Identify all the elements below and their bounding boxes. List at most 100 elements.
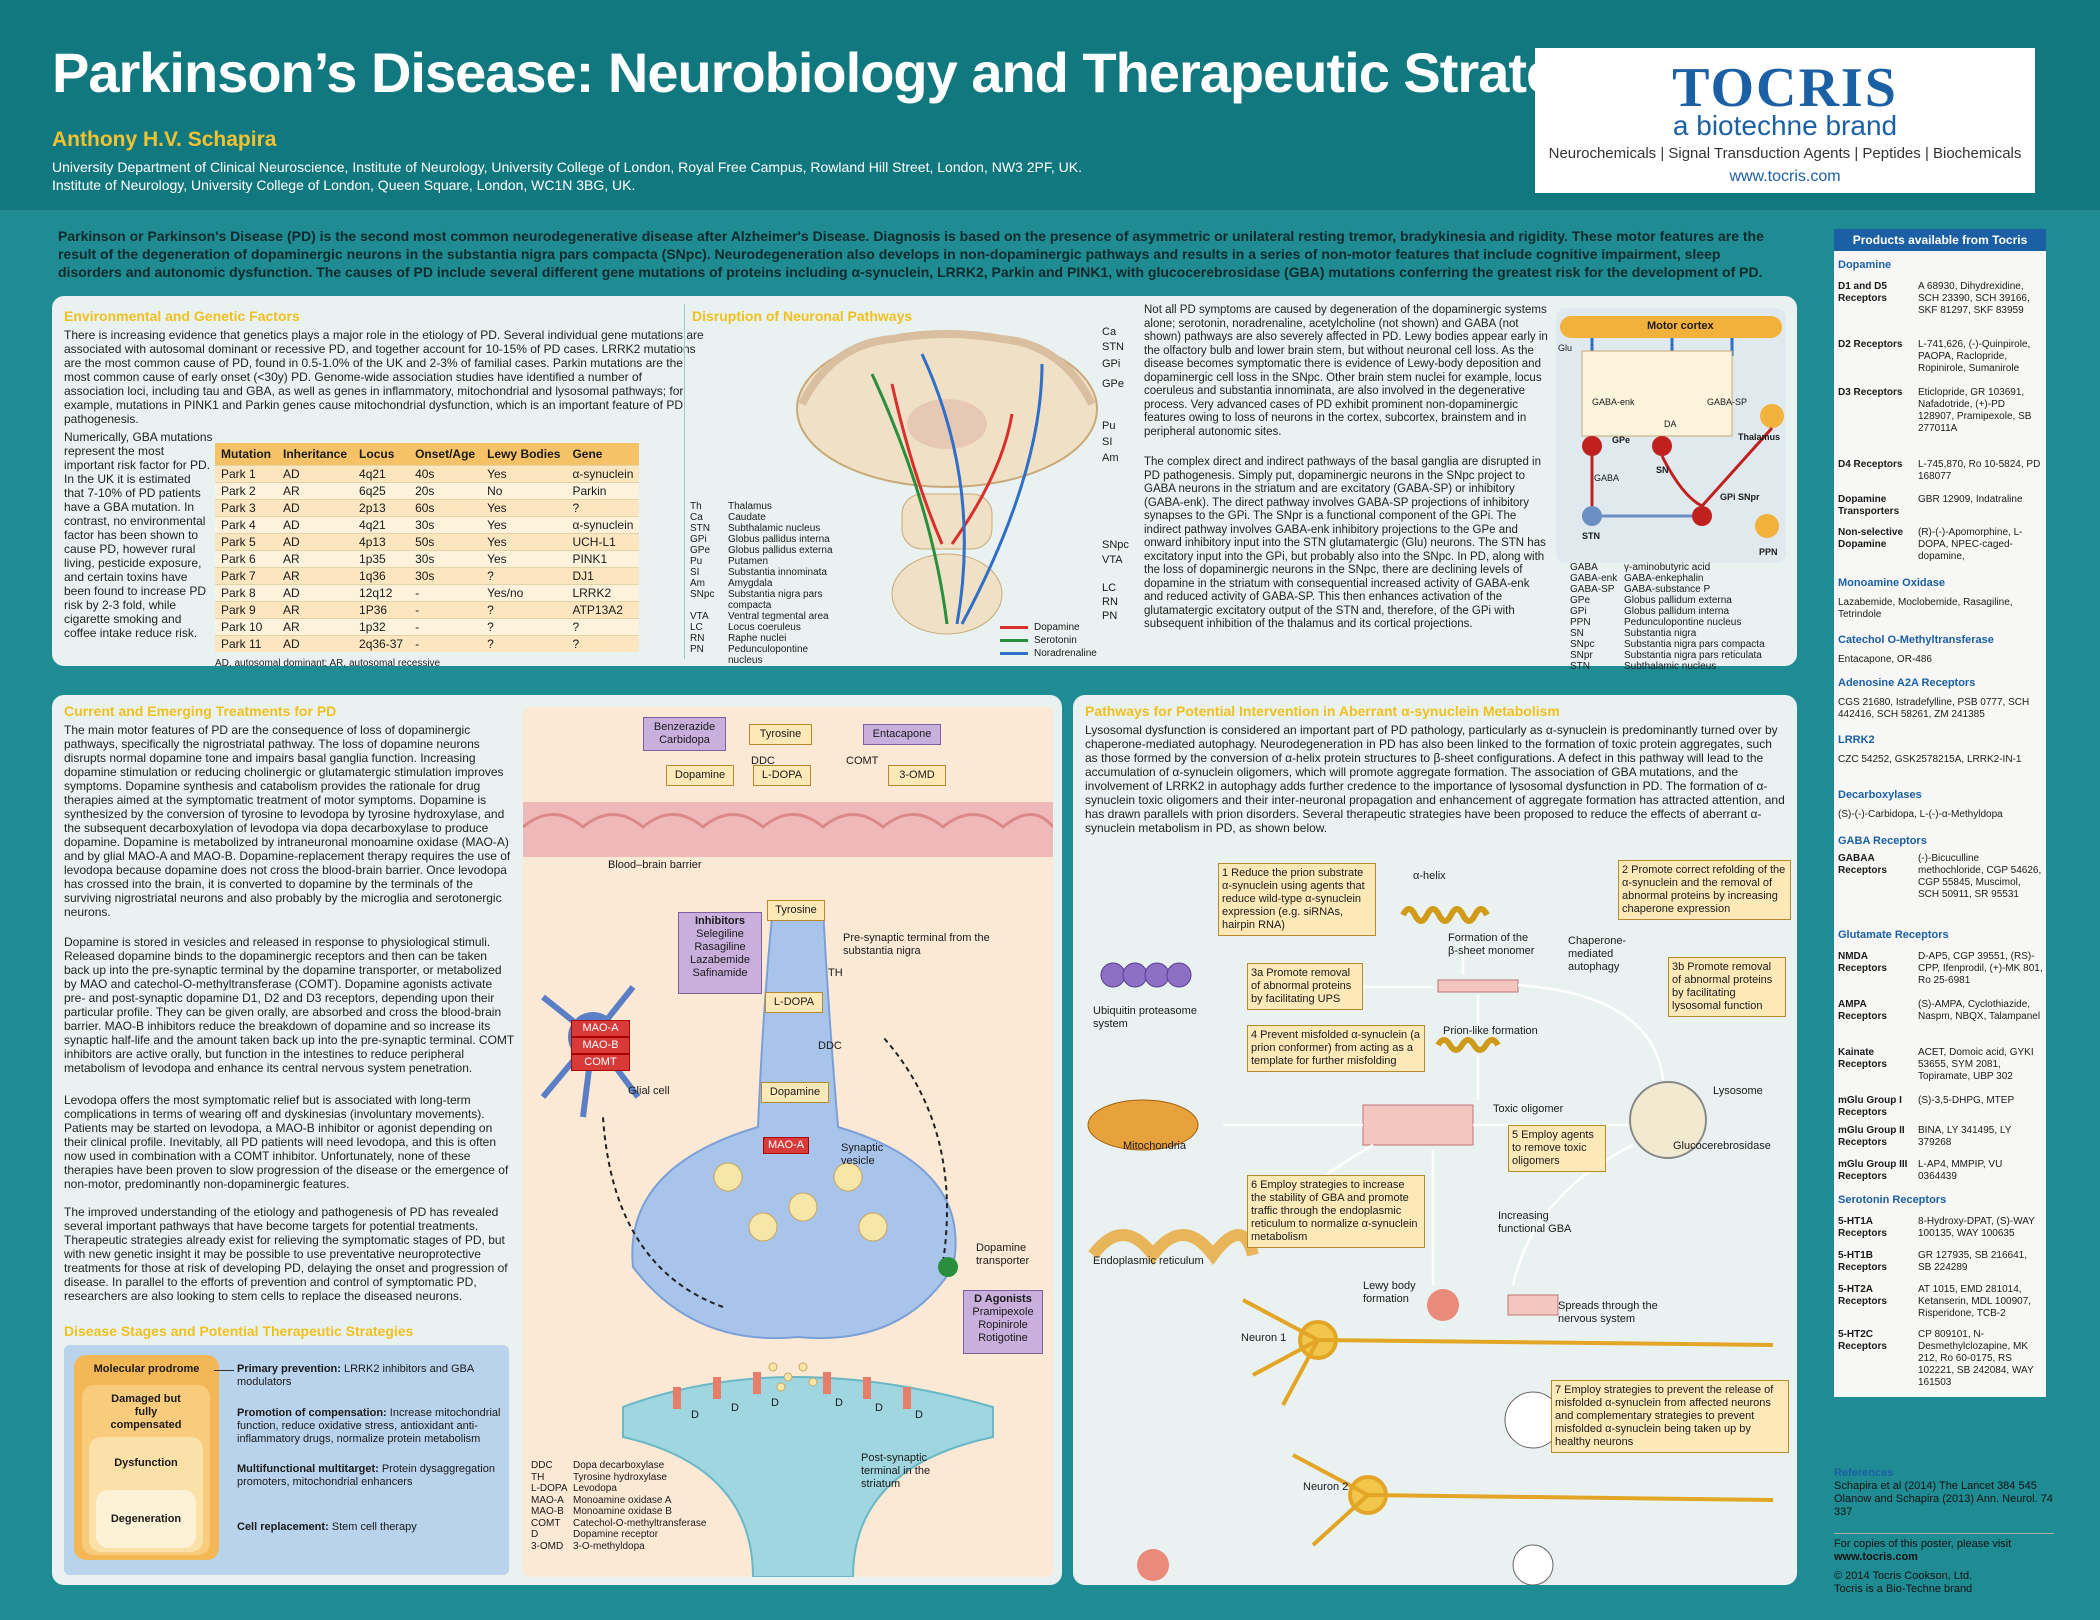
refs-url[interactable]: www.tocris.com (1834, 1551, 1918, 1563)
product-value[interactable]: GR 127935, SB 216641, SB 224289 (1918, 1250, 2027, 1273)
label-beta: Formation of the β-sheet monomer (1448, 932, 1535, 957)
mao-a-neuron: MAO-A (763, 1137, 809, 1154)
table-cell: - (409, 601, 482, 619)
product-value[interactable]: Eticlopride, GR 103691, Nafadotride, (+)… (1918, 387, 2032, 434)
serotonin-path (870, 373, 949, 625)
synapse-diagram: Benzerazide Carbidopa Tyrosine Entacapon… (523, 707, 1053, 1577)
lewy-body-2 (1137, 1549, 1169, 1581)
label-er: Endoplasmic reticulum (1093, 1255, 1204, 1267)
product-value[interactable]: (S)-(-)-Carbidopa, L-(-)-α-Methyldopa (1838, 809, 2003, 820)
comt-glial: COMT (571, 1054, 630, 1071)
product-value[interactable]: (S)-AMPA, Cyclothiazide, Naspm, NBQX, Ta… (1918, 999, 2041, 1022)
tocris-logo[interactable]: TOCRIS a biotechne brand Neurochemicals … (1535, 48, 2035, 193)
stage-item-2: Promotion of compensation: Increase mito… (237, 1407, 501, 1445)
neuron-2 (1292, 1453, 1774, 1547)
tyrosine-box: Tyrosine (749, 724, 812, 745)
prion-formation (1435, 1037, 1501, 1053)
product-value[interactable]: A 68930, Dihydrexidine, SCH 23390, SCH 3… (1918, 281, 2030, 316)
postsyn-label: Post-synaptic terminal in the striatum (861, 1452, 931, 1490)
strategy-3a: 3a Promote removal of abnormal proteins … (1247, 963, 1363, 1010)
table-cell: ? (481, 601, 567, 619)
product-value[interactable]: (S)-3,5-DHPG, MTEP (1918, 1095, 2015, 1106)
strategy-4: 4 Prevent misfolded α-synuclein (a prion… (1247, 1025, 1425, 1072)
stage-connectors (214, 1370, 234, 1371)
table-cell: Yes (481, 465, 567, 483)
brain-diagram (796, 330, 1098, 635)
product-label: 5-HT1A Receptors (1838, 1216, 1887, 1239)
transporter-label: Dopamine transporter (976, 1242, 1030, 1267)
table-cell: Park 6 (215, 550, 277, 568)
table-cell: Park 9 (215, 601, 277, 619)
env-text-1: There is increasing evidence that geneti… (64, 328, 704, 426)
table-cell: AR (277, 601, 354, 619)
product-value[interactable]: (R)-(-)-Apomorphine, L-DOPA, NPEC-caged-… (1918, 527, 2023, 562)
label-spreads: Spreads through the nervous system (1558, 1300, 1658, 1325)
tyrosine-box-2: Tyrosine (767, 900, 825, 921)
ups-barrel (1100, 962, 1192, 988)
env-note: AD, autosomal dominant; AR, autosomal re… (215, 658, 441, 669)
product-value[interactable]: CZC 54252, GSK2578215A, LRRK2-IN-1 (1838, 754, 2022, 765)
glial-uptake-arrow (602, 1116, 724, 1308)
ref-1: Schapira et al (2014) The Lancet 384 545 (1834, 1480, 2037, 1492)
dopamine-swatch (1000, 626, 1028, 629)
stage-3-label: Dysfunction (114, 1457, 178, 1469)
table-cell: ? (481, 618, 567, 636)
dopamine-box-top: Dopamine (666, 765, 734, 786)
product-label: D3 Receptors (1838, 387, 1903, 398)
gpe-node (1582, 436, 1602, 456)
asyn-panel: Pathways for Potential Intervention in A… (1073, 695, 1797, 1585)
bbb-band (523, 802, 1053, 857)
product-label: D4 Receptors (1838, 459, 1903, 470)
logo-url[interactable]: www.tocris.com (1729, 168, 1841, 185)
product-label: D2 Receptors (1838, 339, 1903, 350)
asyn-title: Pathways for Potential Intervention in A… (1085, 703, 1560, 719)
product-label: GABAA Receptors (1838, 853, 1887, 876)
product-value[interactable]: L-AP4, MMPIP, VU 0364439 (1918, 1159, 2003, 1182)
table-cell: ? (566, 618, 640, 636)
table-cell: ATP13A2 (566, 601, 640, 619)
strategy-1: 1 Reduce the prion substrate α-synuclein… (1218, 863, 1376, 936)
synaptic-vesicles (713, 1162, 888, 1242)
table-cell: 20s (409, 482, 482, 500)
table-cell: α-synuclein (566, 516, 640, 534)
author: Anthony H.V. Schapira (52, 128, 277, 151)
table-cell: Park 2 (215, 482, 277, 500)
product-value[interactable]: CP 809101, N-Desmethylclozapine, MK 212,… (1918, 1329, 2034, 1388)
ppn-node (1755, 514, 1779, 538)
alpha-helix (1400, 906, 1490, 924)
table-cell: 1p32 (353, 618, 410, 636)
product-value[interactable]: L-741,626, (-)-Quinpirole, PAOPA, Raclop… (1918, 339, 2031, 374)
glial-label: Glial cell (628, 1085, 670, 1097)
treat-title: Current and Emerging Treatments for PD (64, 703, 337, 719)
product-label: mGlu Group II Receptors (1838, 1125, 1905, 1148)
table-cell: 2p13 (353, 499, 410, 517)
product-section-title: Serotonin Receptors (1838, 1194, 1947, 1206)
product-value[interactable]: L-745,870, Ro 10-5824, PD 168077 (1918, 459, 2041, 482)
product-value[interactable]: GBR 12909, Indatraline (1918, 494, 2023, 505)
gaba-paths (1590, 426, 1774, 508)
brainstem-shape (901, 493, 993, 550)
stage-2-label: Damaged but fully compensated (110, 1393, 182, 1431)
table-cell: ? (566, 499, 640, 517)
d-label-1: D (691, 1409, 699, 1421)
product-value[interactable]: D-AP5, CGP 39551, (RS)-CPP, Ifenprodil, … (1918, 951, 2043, 986)
product-value[interactable]: Entacapone, OR-486 (1838, 654, 1932, 665)
asyn-diagram (1087, 906, 1774, 1585)
product-value[interactable]: (-)-Bicuculline methochloride, CGP 54626… (1918, 853, 2042, 900)
product-value[interactable]: ACET, Domoic acid, GYKI 53655, SYM 2081,… (1918, 1047, 2034, 1082)
product-label: Kainate Receptors (1838, 1047, 1887, 1070)
refs-title: References (1834, 1467, 1894, 1479)
product-value[interactable]: CGS 21680, Istradefylline, PSB 0777, SCH… (1838, 697, 2030, 720)
product-value[interactable]: BINA, LY 341495, LY 379268 (1918, 1125, 2012, 1148)
product-value[interactable]: 8-Hydroxy-DPAT, (S)-WAY 100135, WAY 1006… (1918, 1216, 2035, 1239)
product-value[interactable]: Lazabemide, Moclobemide, Rasagiline, Tet… (1838, 597, 2013, 620)
table-cell: AD (277, 465, 354, 483)
table-cell: Yes (481, 550, 567, 568)
stages-title: Disease Stages and Potential Therapeutic… (64, 1323, 414, 1339)
product-value[interactable]: AT 1015, EMD 281014, Ketanserin, MDL 100… (1918, 1284, 2032, 1319)
disruption-text-2: The complex direct and indirect pathways… (1144, 456, 1546, 630)
